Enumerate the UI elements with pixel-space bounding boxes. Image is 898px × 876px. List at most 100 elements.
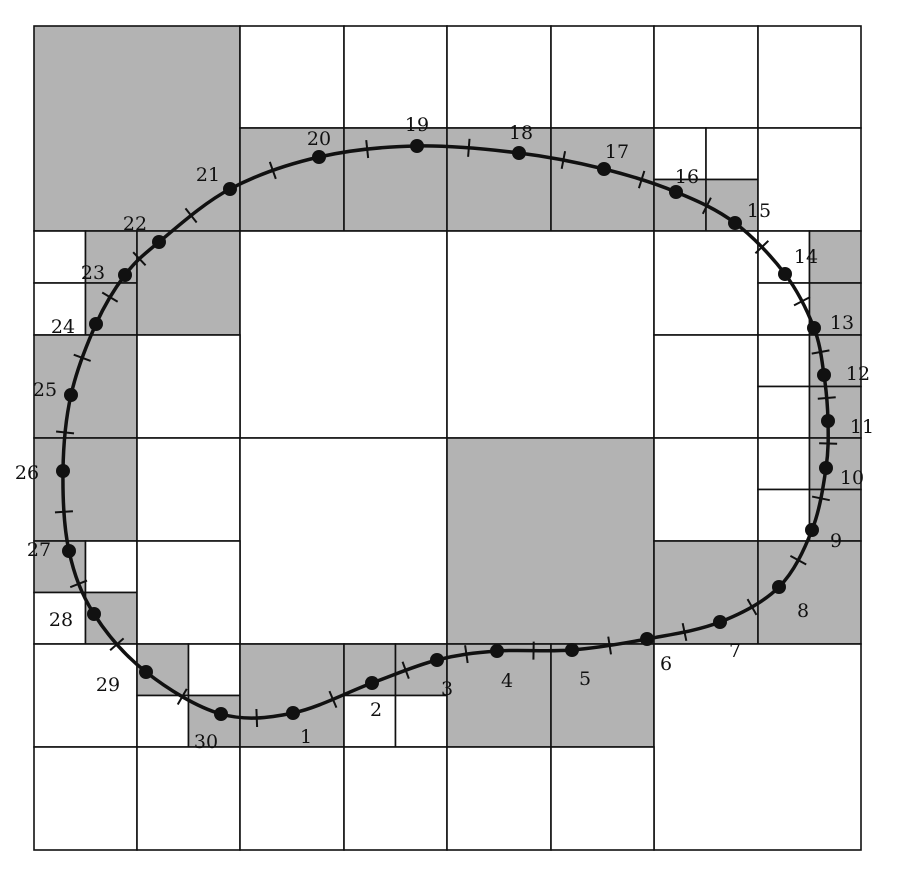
empty-cell: [33, 230, 87, 284]
node-label-5: 5: [579, 668, 591, 690]
curve-node-15: [728, 216, 742, 230]
curve-node-2: [365, 676, 379, 690]
node-label-25: 25: [33, 379, 57, 401]
empty-cell: [239, 25, 345, 129]
empty-cell: [653, 230, 759, 336]
empty-cell: [33, 591, 87, 645]
curve-node-3: [430, 653, 444, 667]
node-label-10: 10: [840, 467, 864, 489]
node-label-20: 20: [307, 128, 331, 150]
node-label-26: 26: [15, 462, 39, 484]
curve-tick: [701, 197, 712, 215]
empty-cell: [343, 694, 397, 748]
curve-tick: [789, 555, 807, 566]
empty-cell: [705, 127, 759, 181]
curve-node-19: [410, 139, 424, 153]
empty-cell: [550, 746, 655, 851]
node-label-1: 1: [300, 726, 312, 748]
shaded-cell: [446, 437, 655, 645]
node-label-18: 18: [509, 122, 533, 144]
shaded-cell: [33, 437, 138, 542]
curve-tick: [268, 161, 277, 180]
empty-cell: [239, 437, 448, 645]
node-label-3: 3: [441, 678, 453, 700]
curve-tick: [255, 708, 259, 728]
node-label-16: 16: [675, 166, 699, 188]
empty-cell: [33, 746, 138, 851]
curve-tick: [101, 291, 119, 303]
curve-tick: [73, 353, 91, 362]
empty-cell: [653, 25, 759, 129]
curve-tick: [467, 138, 471, 157]
curve-node-17: [597, 162, 611, 176]
curve-tick: [54, 510, 73, 514]
curve-node-11: [821, 414, 835, 428]
empty-cell: [757, 25, 862, 129]
curve-tick: [184, 207, 198, 224]
curve-node-4: [490, 644, 504, 658]
node-label-13: 13: [830, 312, 854, 334]
curve-node-8: [772, 580, 786, 594]
node-label-22: 22: [123, 213, 147, 235]
curve-tick: [607, 636, 612, 655]
empty-cell: [757, 334, 811, 388]
shaded-cell: [239, 127, 345, 232]
shaded-cell: [446, 127, 552, 232]
curve-node-7: [713, 615, 727, 629]
node-label-11: 11: [850, 416, 874, 438]
empty-cell: [394, 694, 448, 748]
curve-tick: [69, 579, 88, 589]
curve-node-14: [778, 267, 792, 281]
curve-tick: [365, 140, 370, 159]
empty-cell: [239, 746, 345, 851]
grid-cells: [33, 25, 862, 851]
curve-node-1: [286, 706, 300, 720]
empty-cell: [757, 385, 811, 439]
curve-tick: [109, 637, 125, 652]
empty-cell: [33, 643, 138, 748]
shaded-cell: [653, 540, 759, 645]
empty-cell: [446, 230, 655, 439]
curve-tick: [681, 622, 688, 642]
shaded-cell: [343, 127, 448, 232]
node-label-14: 14: [794, 246, 818, 268]
node-label-24: 24: [51, 316, 75, 338]
shaded-cell: [808, 437, 862, 491]
empty-cell: [757, 282, 811, 336]
shaded-cell: [808, 385, 862, 439]
node-label-28: 28: [49, 609, 73, 631]
empty-cell: [84, 540, 138, 594]
curve-node-5: [565, 643, 579, 657]
curve-node-27: [62, 544, 76, 558]
empty-cell: [757, 437, 811, 491]
curve-node-28: [87, 607, 101, 621]
node-label-30: 30: [194, 731, 218, 753]
curve-tick: [637, 170, 646, 189]
curve-node-26: [56, 464, 70, 478]
curve-node-25: [64, 388, 78, 402]
empty-cell: [653, 334, 759, 439]
empty-cell: [136, 746, 241, 851]
curve-tick-marks: [54, 138, 838, 728]
node-label-29: 29: [96, 674, 120, 696]
node-label-2: 2: [370, 699, 382, 721]
node-label-27: 27: [27, 539, 51, 561]
curve-tick: [746, 598, 758, 616]
node-label-19: 19: [405, 114, 429, 136]
node-label-7: 7: [729, 640, 741, 662]
empty-cell: [757, 127, 862, 232]
empty-cell: [343, 746, 448, 851]
node-label-9: 9: [830, 530, 842, 552]
shaded-cell: [33, 25, 241, 232]
curve-tick: [464, 645, 469, 664]
curve-tick: [176, 688, 188, 705]
empty-cell: [653, 643, 862, 851]
curve-tick: [793, 296, 811, 307]
empty-cell: [136, 334, 241, 439]
curve-node-20: [312, 150, 326, 164]
curve-node-13: [807, 321, 821, 335]
empty-cell: [33, 282, 87, 336]
curve-tick: [401, 661, 410, 679]
node-label-23: 23: [81, 262, 105, 284]
